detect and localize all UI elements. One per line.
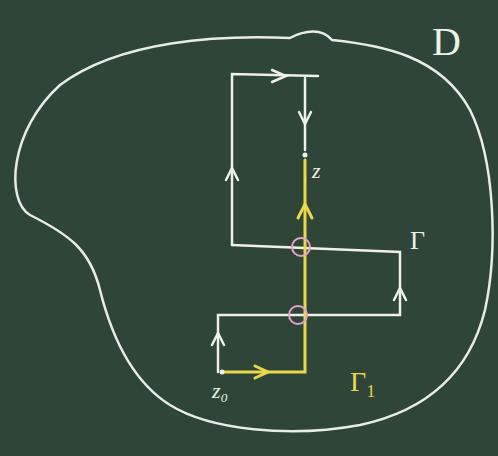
path-label: Γ₁ bbox=[350, 368, 376, 396]
point-z0 bbox=[220, 370, 225, 375]
path-gamma1 bbox=[222, 160, 312, 378]
contour-gamma bbox=[212, 70, 406, 372]
point-z bbox=[303, 153, 308, 158]
point-label: z₀ bbox=[212, 380, 228, 402]
region-name: D bbox=[432, 22, 461, 62]
contour-label: Γ bbox=[410, 228, 425, 254]
point-label: z bbox=[312, 160, 321, 182]
intersection-mark bbox=[289, 238, 310, 324]
region-outline bbox=[15, 32, 492, 432]
